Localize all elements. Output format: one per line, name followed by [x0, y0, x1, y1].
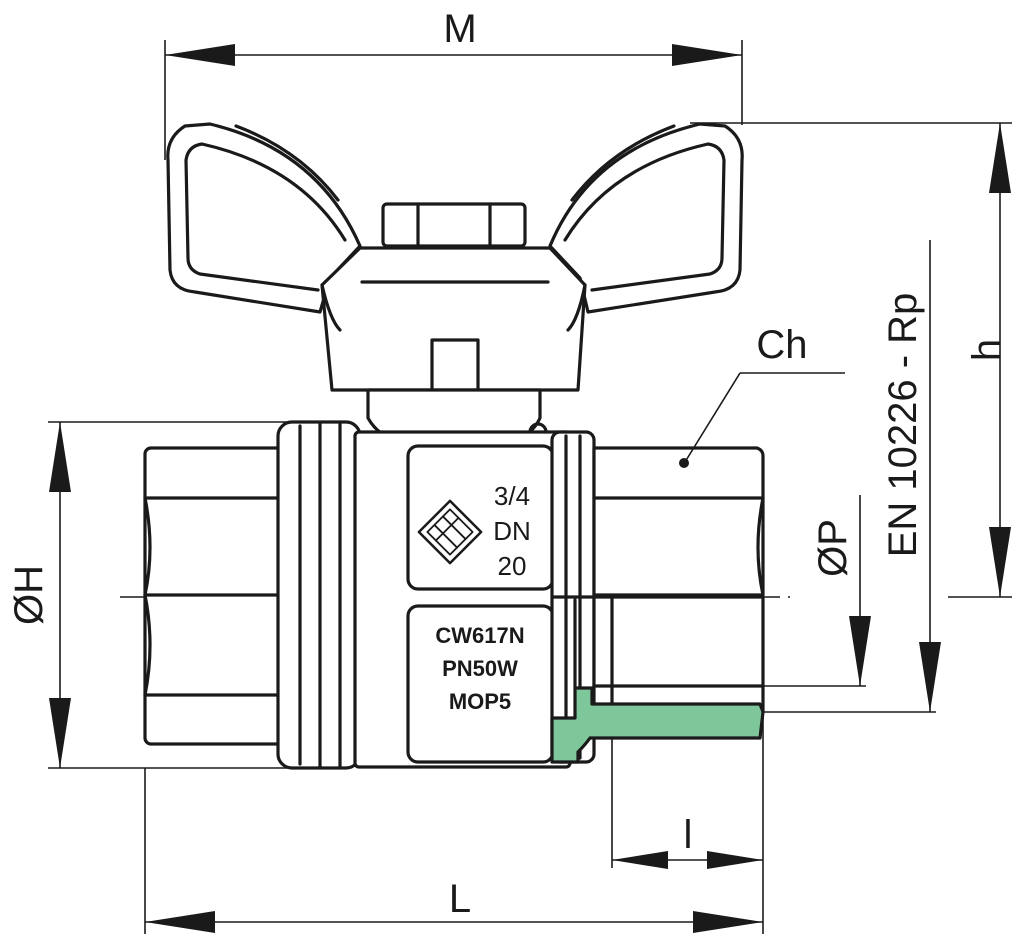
left-end-hex	[143, 446, 287, 746]
dimension-h	[989, 123, 1011, 597]
dimension-l-small	[612, 851, 763, 869]
dimension-oh	[49, 422, 71, 768]
marking-material: CW617N	[435, 623, 524, 648]
label-ch: Ch	[756, 323, 807, 367]
ch-leader	[679, 372, 741, 468]
marking-pressure: PN50W	[442, 656, 518, 681]
valve-body	[353, 430, 572, 769]
marking-dn-value: 20	[498, 551, 527, 581]
butterfly-handle	[166, 122, 744, 392]
label-op: ØP	[811, 519, 855, 577]
marking-mop: MOP5	[449, 689, 511, 714]
manufacturer-logo	[417, 499, 483, 565]
label-standard: EN 10226 - Rp	[881, 293, 925, 558]
dimension-m	[165, 44, 742, 66]
right-end-hex	[592, 446, 765, 714]
marking-dn: DN	[493, 516, 531, 546]
dimension-op	[849, 616, 871, 686]
extension-lines	[48, 40, 1012, 934]
dimension-l-total	[145, 911, 763, 933]
dimension-rp	[919, 642, 941, 712]
label-oh: ØH	[7, 565, 51, 625]
left-collar	[276, 420, 362, 770]
section-detail	[550, 595, 596, 690]
thread-engagement	[550, 686, 765, 764]
label-l-total: L	[449, 877, 471, 921]
label-m: M	[443, 7, 476, 51]
label-h: h	[965, 339, 1009, 361]
marking-size: 3/4	[494, 481, 530, 511]
label-l-small: l	[684, 813, 693, 857]
